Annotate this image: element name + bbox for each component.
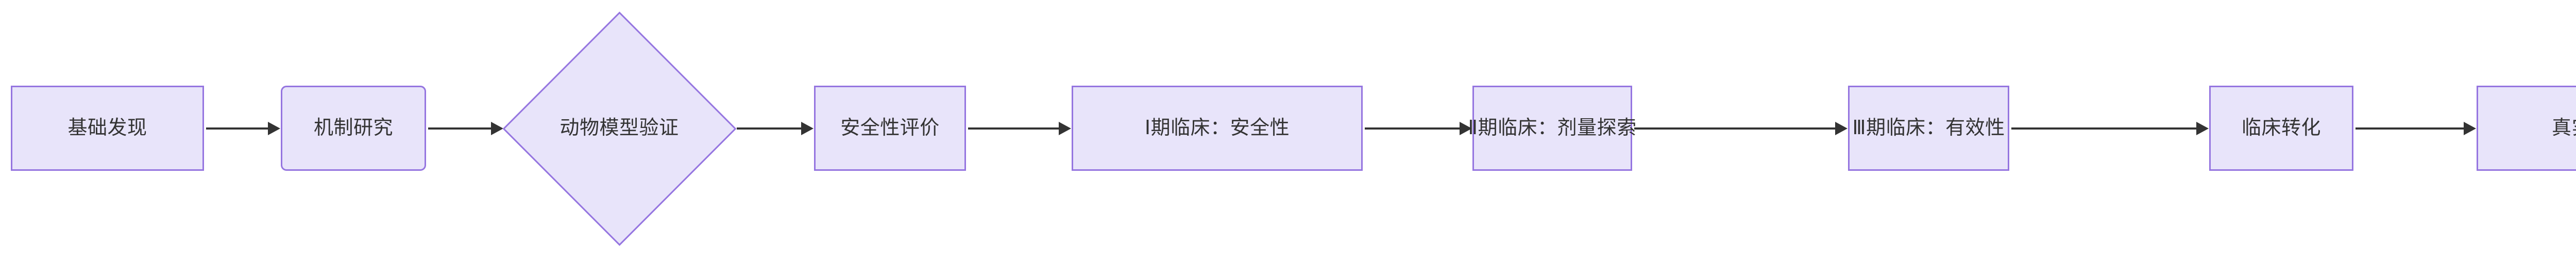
edge-n5-to-n6 (1365, 127, 1460, 130)
flow-node-n9[interactable]: 真实世界研究 (2477, 86, 2576, 171)
arrowhead-icon (1059, 122, 1071, 135)
flow-node-label: Ⅱ期临床：剂量探索 (1468, 117, 1637, 139)
flow-node-label: 动物模型验证 (560, 117, 679, 139)
flow-node-n8[interactable]: 临床转化 (2209, 86, 2353, 171)
edge-n8-to-n9 (2355, 127, 2464, 130)
arrowhead-icon (1835, 122, 1848, 135)
edge-n6-to-n7 (1634, 127, 1835, 130)
flow-node-label: 真实世界研究 (2551, 117, 2576, 139)
edge-n2-to-n3 (428, 127, 491, 130)
flow-node-n4[interactable]: 安全性评价 (814, 86, 966, 171)
arrowhead-icon (2464, 122, 2476, 135)
arrowhead-icon (268, 122, 280, 135)
edge-n3-to-n4 (737, 127, 801, 130)
flow-node-label: 安全性评价 (840, 117, 940, 139)
arrowhead-icon (2196, 122, 2209, 135)
arrowhead-icon (491, 122, 503, 135)
edge-n7-to-n8 (2011, 127, 2196, 130)
flow-node-label: Ⅰ期临床：安全性 (1144, 117, 1290, 139)
arrowhead-icon (1460, 122, 1472, 135)
arrowhead-icon (801, 122, 814, 135)
flow-node-n6[interactable]: Ⅱ期临床：剂量探索 (1468, 86, 1636, 171)
flow-node-n5[interactable]: Ⅰ期临床：安全性 (1072, 86, 1363, 171)
flow-node-label: 临床转化 (2241, 117, 2321, 139)
flow-node-n1[interactable]: 基础发现 (11, 86, 204, 171)
flow-node-label: 机制研究 (313, 117, 393, 139)
flow-node-n2[interactable]: 机制研究 (281, 86, 426, 171)
flow-node-n3[interactable]: 动物模型验证 (502, 11, 736, 246)
flow-node-label: 基础发现 (67, 117, 147, 139)
flow-node-label: Ⅲ期临床：有效性 (1852, 117, 2005, 139)
edge-n1-to-n2 (206, 127, 268, 130)
flow-node-n7[interactable]: Ⅲ期临床：有效性 (1848, 86, 2009, 171)
edge-n4-to-n5 (968, 127, 1059, 130)
